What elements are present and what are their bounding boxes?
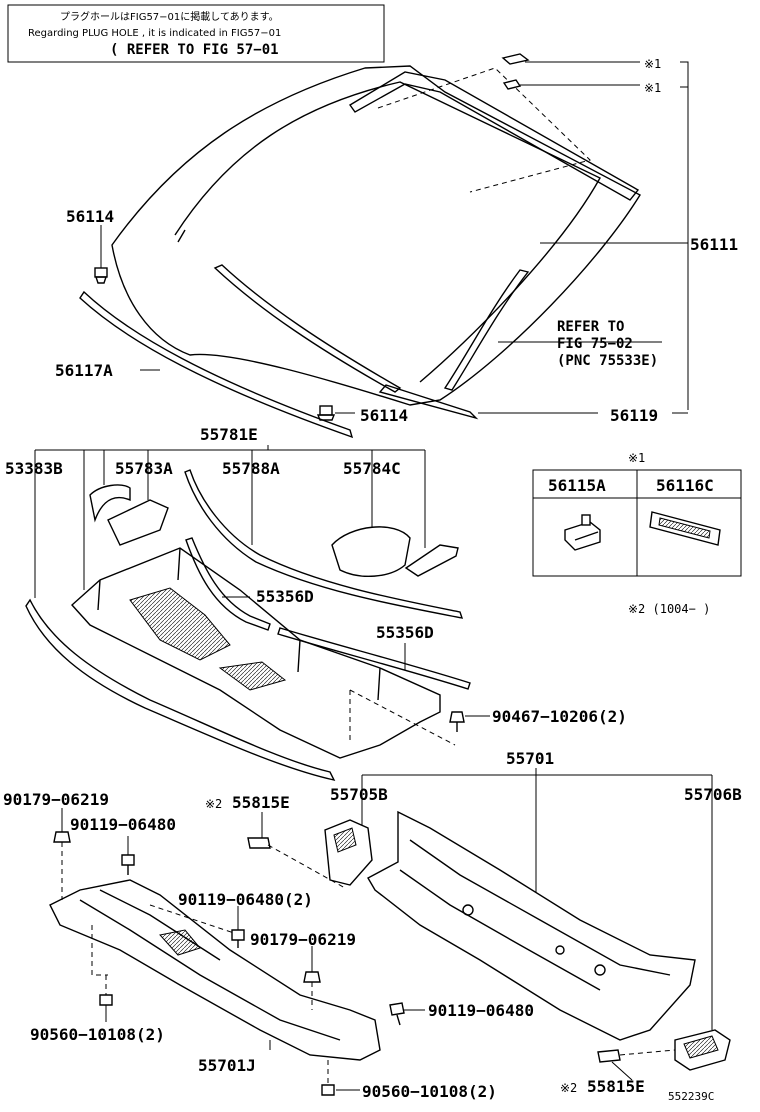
label-56114-top: 56114 bbox=[66, 207, 114, 226]
label-90560-b: 90560−10108(2) bbox=[362, 1082, 497, 1101]
bracket-55705B bbox=[324, 819, 373, 886]
label-53383B: 53383B bbox=[5, 459, 63, 478]
clip-56114-bottom bbox=[316, 405, 336, 421]
note-line-1: プラグホールはFIG57−01に掲載してあります。 bbox=[60, 10, 279, 23]
label-90119-c: 90119−06480 bbox=[428, 1001, 534, 1020]
label-mark2-b: ※2 bbox=[560, 1081, 577, 1095]
bolt-90119-b bbox=[231, 929, 245, 948]
label-90179-a: 90179−06219 bbox=[3, 790, 109, 809]
cowl-panel-55701J bbox=[49, 879, 381, 1061]
label-55356D-a: 55356D bbox=[256, 587, 314, 606]
table-header-mark: ※1 bbox=[628, 451, 645, 465]
label-90119-b: 90119−06480(2) bbox=[178, 890, 313, 909]
label-55784C: 55784C bbox=[343, 459, 401, 478]
label-refer-line3: (PNC 75533E) bbox=[557, 353, 658, 369]
label-56119: 56119 bbox=[610, 406, 658, 425]
mark1-part-a bbox=[501, 53, 530, 65]
label-55815E-b: 55815E bbox=[587, 1077, 645, 1096]
label-56117A: 56117A bbox=[55, 361, 113, 380]
seal-53383B bbox=[25, 598, 336, 782]
seal-55356D-a bbox=[185, 537, 271, 631]
label-90560-a: 90560−10108(2) bbox=[30, 1025, 165, 1044]
label-56114-bottom: 56114 bbox=[360, 406, 408, 425]
nut-90560-a bbox=[99, 994, 113, 1006]
part-56116C-image bbox=[649, 511, 721, 546]
label-mark1-a: ※1 bbox=[644, 57, 661, 71]
label-mark1-b: ※1 bbox=[644, 81, 661, 95]
pad-55815E-a bbox=[247, 837, 271, 849]
label-90179-b: 90179−06219 bbox=[250, 930, 356, 949]
seal-55356D-b bbox=[277, 627, 471, 690]
label-55815E-a: 55815E bbox=[232, 793, 290, 812]
cover-55784C bbox=[331, 526, 459, 578]
table-col-56116C: 56116C bbox=[656, 476, 714, 495]
label-55783A: 55783A bbox=[115, 459, 173, 478]
cowl-top-louver bbox=[71, 547, 441, 759]
note-line-3: ( REFER TO FIG 57−01 bbox=[110, 42, 279, 58]
table-col-56115A: 56115A bbox=[548, 476, 606, 495]
label-refer-line1: REFER TO bbox=[557, 319, 624, 335]
label-90119-a: 90119−06480 bbox=[70, 815, 176, 834]
label-mark2-a: ※2 bbox=[205, 797, 222, 811]
part-56115A-image bbox=[564, 514, 601, 551]
bolt-90119-c bbox=[389, 1002, 405, 1026]
label-55706B: 55706B bbox=[684, 785, 742, 804]
bracket-55706B bbox=[674, 1029, 731, 1071]
pad-55815E-b bbox=[597, 1049, 621, 1063]
label-55701: 55701 bbox=[506, 749, 554, 768]
note-line-2: Regarding PLUG HOLE , it is indicated in… bbox=[28, 28, 281, 39]
mark1-table: ※1 56115A 56116C bbox=[532, 451, 742, 577]
note-box: プラグホールはFIG57−01に掲載してあります。 Regarding PLUG… bbox=[7, 4, 385, 63]
table-footnote: ※2 (1004− ) bbox=[628, 602, 710, 616]
mark1-part-b bbox=[502, 79, 522, 90]
label-90467: 90467−10206(2) bbox=[492, 707, 627, 726]
label-55356D-b: 55356D bbox=[376, 623, 434, 642]
clip-56114-top bbox=[94, 267, 108, 284]
windshield-glass bbox=[79, 65, 641, 439]
label-refer-line2: FIG 75−02 bbox=[557, 336, 633, 352]
nut-90179-b bbox=[303, 971, 321, 983]
nut-90179-a bbox=[53, 831, 71, 843]
label-55705B: 55705B bbox=[330, 785, 388, 804]
nut-90560-b bbox=[321, 1084, 335, 1096]
figure-id: 552239C bbox=[668, 1090, 714, 1103]
label-55781E: 55781E bbox=[200, 425, 258, 444]
cowl-panel-55701 bbox=[367, 810, 696, 1041]
label-55788A: 55788A bbox=[222, 459, 280, 478]
cover-55783A bbox=[89, 484, 169, 546]
label-56111: 56111 bbox=[690, 235, 738, 254]
weatherstrip-55788A bbox=[184, 469, 464, 619]
label-55701J: 55701J bbox=[198, 1056, 256, 1075]
bolt-90119-a bbox=[121, 854, 135, 875]
clip-90467 bbox=[449, 711, 465, 732]
